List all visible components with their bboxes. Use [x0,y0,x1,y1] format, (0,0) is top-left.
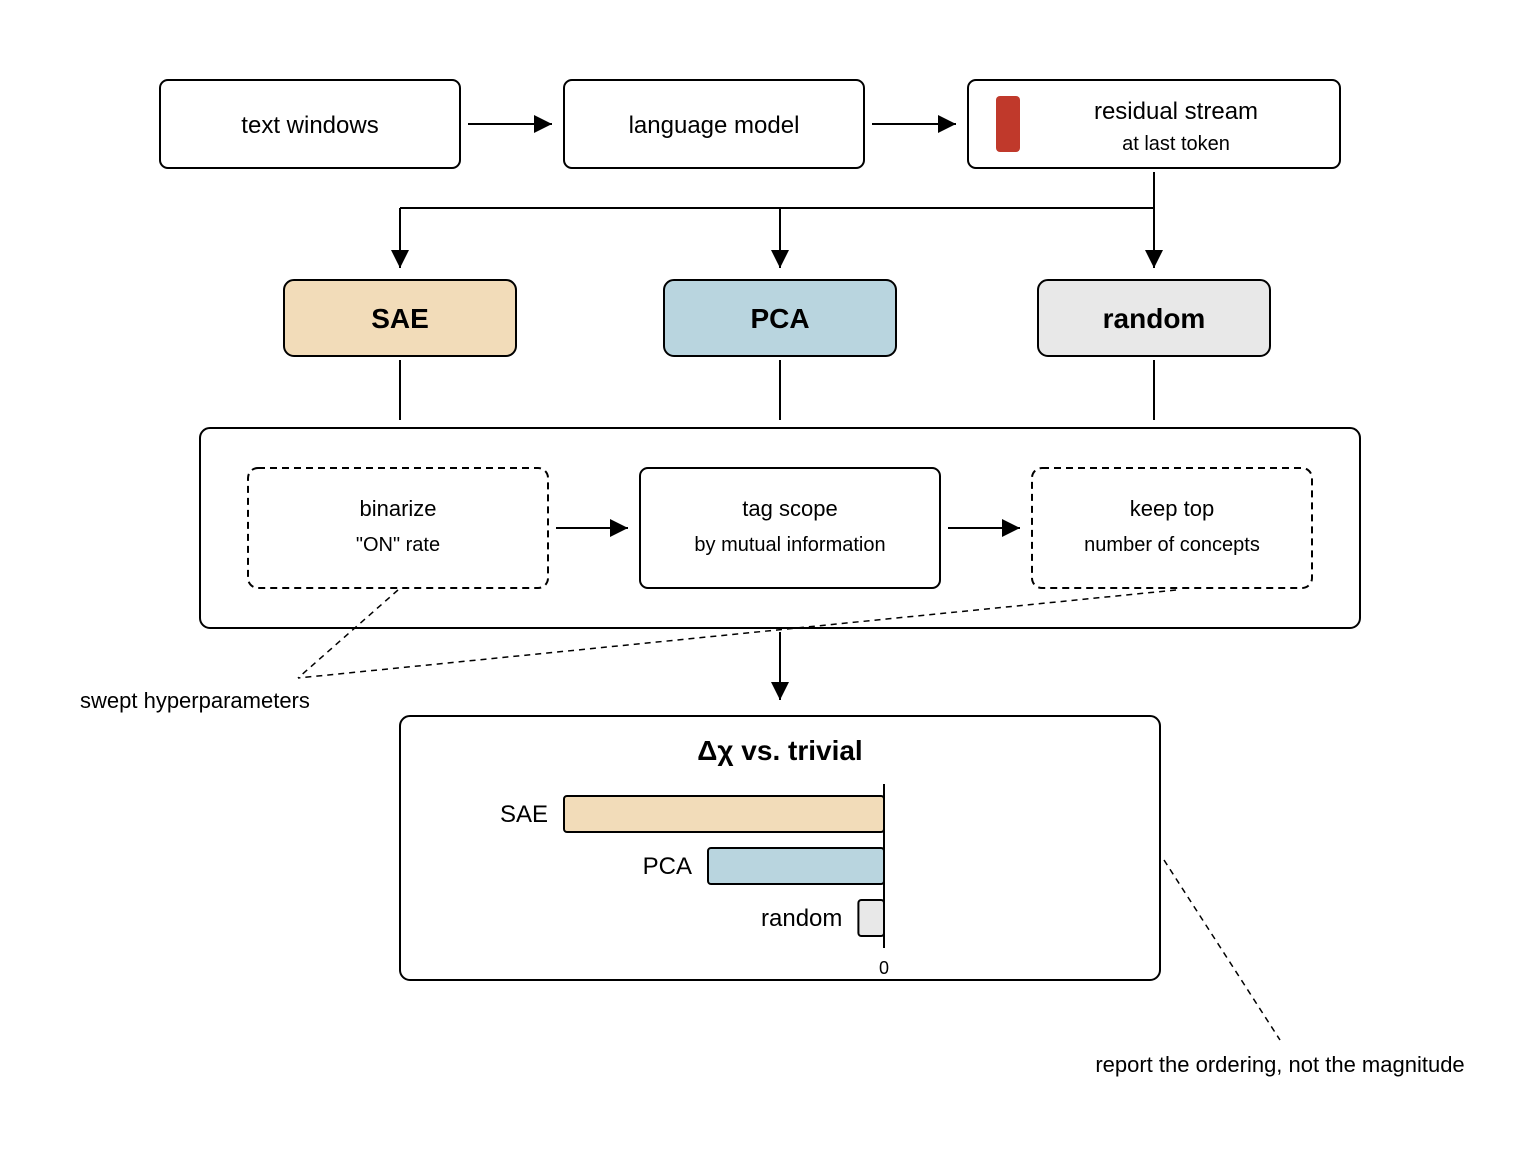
method-pca-node: PCA [663,279,897,357]
step-binarize-node: binarize "ON" rate [247,467,549,589]
result-title: Δχ vs. trivial [697,735,862,766]
fan-out-connector [391,172,1163,268]
step-binarize-title: binarize [359,496,436,521]
method-random-label: random [1103,303,1206,334]
bar-random [857,899,886,937]
method-sae-node: SAE [283,279,517,357]
residual-stream-subtitle: at last token [1122,133,1230,155]
bar-label-pca: PCA [643,853,692,880]
step-tag-scope-title: tag scope [742,496,837,521]
text-windows-label: text windows [241,112,378,139]
text-windows-node: text windows [159,79,461,169]
step-tag-scope-subtitle: by mutual information [694,534,885,556]
method-to-processing-lines [399,360,1155,420]
residual-token-marker [996,96,1020,152]
method-random-node: random [1037,279,1271,357]
residual-stream-title: residual stream [1094,98,1258,125]
step-binarize-subtitle: "ON" rate [356,534,440,556]
bar-label-sae: SAE [500,801,548,828]
swept-hyperparameters-label: swept hyperparameters [80,688,310,713]
step-keep-top-subtitle: number of concepts [1084,534,1260,556]
residual-stream-node: residual stream at last token [967,79,1341,169]
zero-tick-label: 0 [879,958,889,978]
note-callout-line [1163,859,1281,1041]
bar-label-random: random [761,905,842,932]
bar-sae [563,795,885,833]
bar-pca [707,847,885,885]
language-model-node: language model [563,79,865,169]
language-model-label: language model [629,112,800,139]
step-keep-top-title: keep top [1130,496,1214,521]
method-sae-label: SAE [371,303,429,334]
method-pca-label: PCA [750,303,809,334]
step-tag-scope-node: tag scope by mutual information [639,467,941,589]
swept-callout-lines [297,589,1177,679]
step-keep-top-node: keep top number of concepts [1031,467,1313,589]
ordering-note: report the ordering, not the magnitude [1095,1052,1464,1077]
